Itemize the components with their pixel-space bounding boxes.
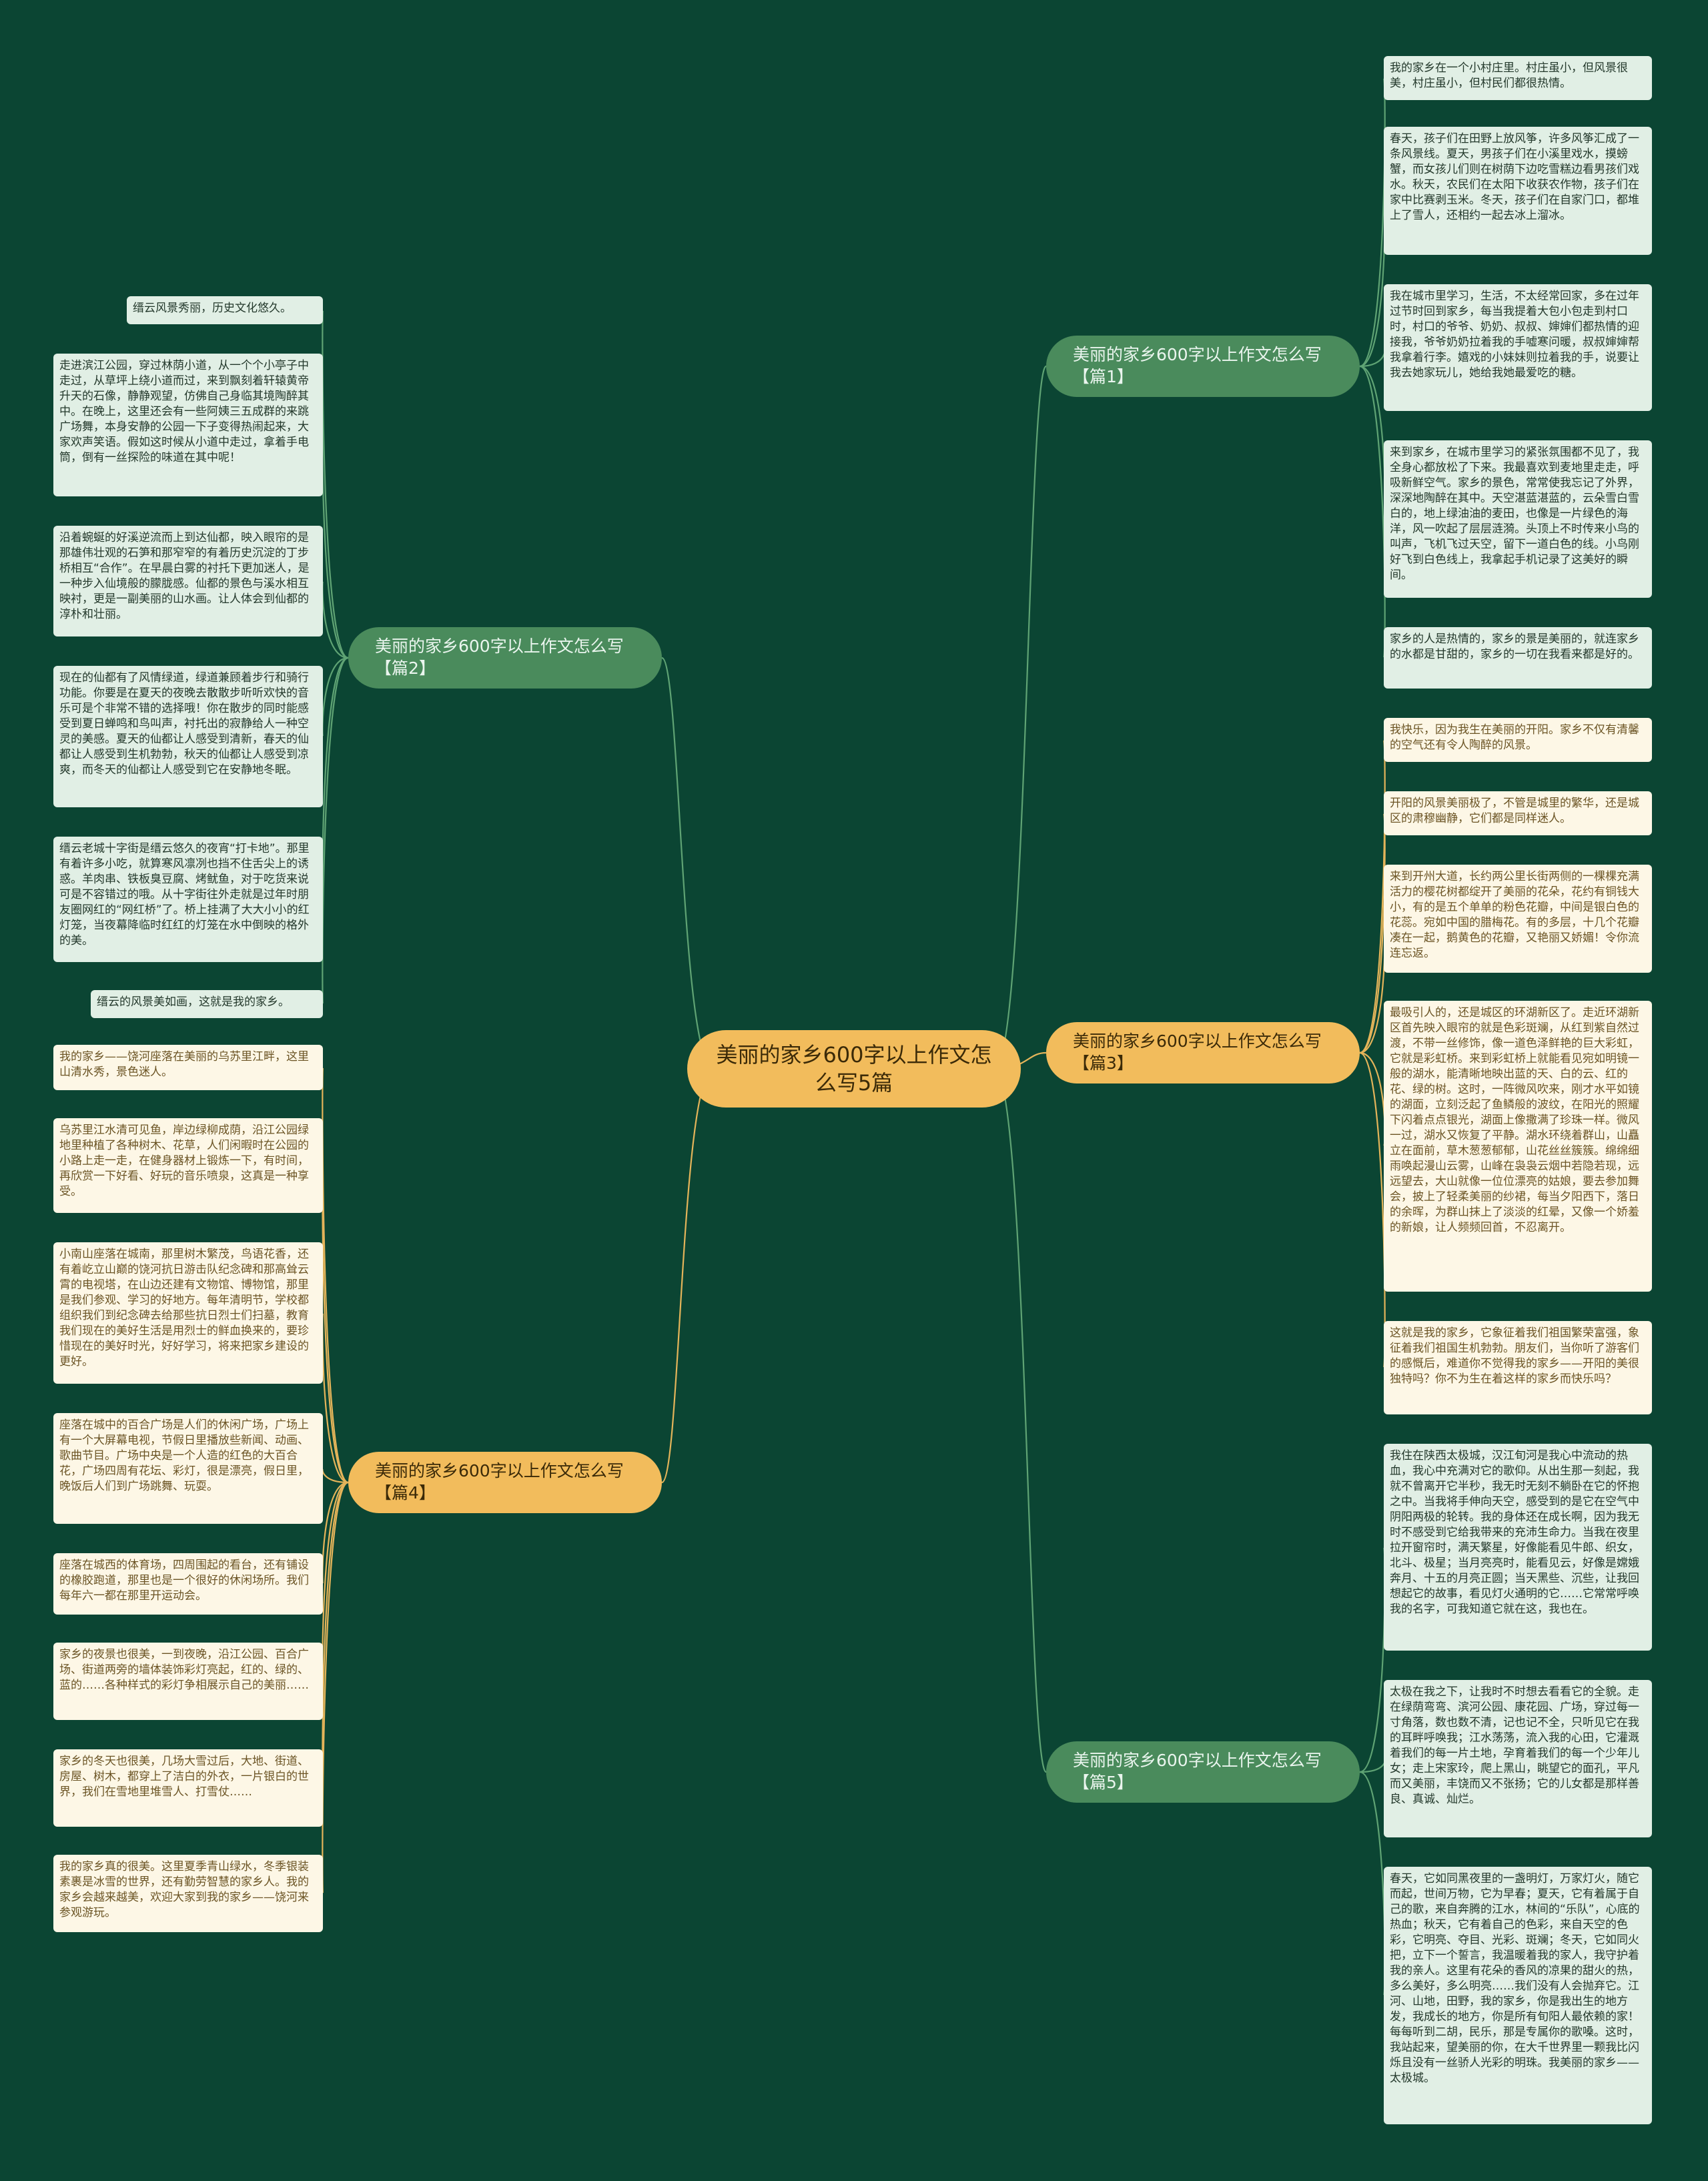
connector-branch-3-leaf-5 (1359, 1051, 1386, 1369)
branch-essay-1[interactable]: 美丽的家乡600字以上作文怎么写【篇1】 (1046, 336, 1360, 397)
leaf-essay2-1: 缙云风景秀丽，历史文化悠久。 (127, 296, 323, 324)
connector-branch-5-leaf-3 (1359, 1771, 1386, 1997)
branch-essay-3[interactable]: 美丽的家乡600字以上作文怎么写【篇3】 (1046, 1022, 1360, 1083)
connector-branch-4-leaf-8 (322, 1481, 349, 1895)
connector-branch-1-leaf-1 (1359, 77, 1386, 368)
connector-branch-4-leaf-1 (322, 1066, 349, 1484)
connector-branch-5-leaf-1 (1359, 1546, 1386, 1773)
leaf-essay3-4: 最吸引人的，还是城区的环湖新区了。走近环湖新区首先映入眼帘的就是色彩斑斓，从红到… (1384, 1001, 1652, 1292)
branch-essay-2[interactable]: 美丽的家乡600字以上作文怎么写【篇2】 (348, 627, 662, 689)
leaf-essay1-2: 春天，孩子们在田野上放风筝，许多风筝汇成了一条风景线。夏天，男孩子们在小溪里戏水… (1384, 127, 1652, 255)
leaf-essay5-3: 春天，它如同黑夜里的一盏明灯，万家灯火，随它而起，世间万物，它为早春；夏天，它有… (1384, 1867, 1652, 2124)
leaf-essay1-3: 我在城市里学习，生活，不太经常回家，多在过年过节时回到家乡，每当我提着大包小包走… (1384, 284, 1652, 411)
connector-branch-2-leaf-6 (322, 657, 349, 1005)
leaf-essay2-2: 走进滨江公园，穿过林荫小道，从一个个小亭子中走过，从草坪上绕小道而过，来到飘刻着… (53, 354, 323, 496)
branch-essay-4[interactable]: 美丽的家乡600字以上作文怎么写【篇4】 (348, 1452, 662, 1513)
connector-center-branch-4 (661, 1067, 715, 1484)
leaf-essay5-1: 我住在陕西太极城，汉江旬河是我心中流动的热血，我心中充满对它的歌仰。从出生那一刻… (1384, 1444, 1652, 1651)
central-topic[interactable]: 美丽的家乡600字以上作文怎么写5篇 (687, 1030, 1021, 1108)
leaf-essay5-2: 太极在我之下，让我时不时想去看看它的全貌。走在绿荫弯弯、滨河公园、康花园、广场，… (1384, 1680, 1652, 1837)
leaf-essay1-5: 家乡的人是热情的，家乡的景是美丽的，就连家乡的水都是甘甜的，家乡的一切在我看来都… (1384, 627, 1652, 689)
connector-center-branch-2 (661, 657, 715, 1070)
connector-branch-1-leaf-4 (1359, 365, 1386, 520)
leaf-essay4-8: 我的家乡真的很美。这里夏季青山绿水，冬季银装素裹是冰雪的世界，还有勤劳智慧的家乡… (53, 1855, 323, 1932)
leaf-essay4-6: 家乡的夜景也很美，一到夜晚，沿江公园、百合广场、街道两旁的墙体装饰彩灯亮起，红的… (53, 1643, 323, 1720)
leaf-essay2-6: 缙云的风景美如画，这就是我的家乡。 (91, 990, 323, 1018)
leaf-essay1-4: 来到家乡，在城市里学习的紧张氛围都不见了，我全身心都放松了下来。我最喜欢到麦地里… (1384, 440, 1652, 598)
leaf-essay2-3: 沿着蜿蜒的好溪逆流而上到达仙都，映入眼帘的是那雄伟壮观的石笋和那窄窄的有着历史沉… (53, 526, 323, 636)
leaf-essay2-4: 现在的仙都有了风情绿道，绿道兼顾着步行和骑行功能。你要是在夏天的夜晚去散散步听听… (53, 666, 323, 807)
leaf-essay3-2: 开阳的风景美丽极了，不管是城里的繁华，还是城区的肃穆幽静，它们都是同样迷人。 (1384, 791, 1652, 835)
leaf-essay3-1: 我快乐，因为我生在美丽的开阳。家乡不仅有清馨的空气还有令人陶醉的风景。 (1384, 718, 1652, 762)
connector-branch-2-leaf-1 (322, 309, 349, 659)
connector-branch-3-leaf-4 (1359, 1051, 1386, 1148)
leaf-essay3-5: 这就是我的家乡，它象征着我们祖国繁荣富强，象征着我们祖国生机勃勃。朋友们，当你听… (1384, 1321, 1652, 1414)
leaf-essay2-5: 缙云老城十字街是缙云悠久的夜宵“打卡地”。那里有着许多小吃，就算寒风凛冽也挡不住… (53, 837, 323, 962)
leaf-essay4-1: 我的家乡——饶河座落在美丽的乌苏里江畔，这里山清水秀，景色迷人。 (53, 1045, 323, 1090)
leaf-essay3-3: 来到开州大道，长约两公里长街两侧的一棵棵充满活力的樱花树都绽开了美丽的花朵，花约… (1384, 865, 1652, 973)
leaf-essay4-4: 座落在城中的百合广场是人们的休闲广场，广场上有一个大屏幕电视，节假日里播放些新闻… (53, 1413, 323, 1524)
leaf-essay4-7: 家乡的冬天也很美，几场大雪过后，大地、街道、房屋、树木，都穿上了洁白的外衣，一片… (53, 1749, 323, 1827)
leaf-essay4-3: 小南山座落在城南，那里树木繁茂，鸟语花香，还有着屹立山巅的饶河抗日游击队纪念碑和… (53, 1242, 323, 1384)
leaf-essay4-5: 座落在城西的体育场，四周围起的看台，还有铺设的橡胶跑道，那里也是一个很好的休闲场… (53, 1553, 323, 1615)
leaf-essay4-2: 乌苏里江水清可见鱼，岸边绿柳成荫，沿江公园绿地里种植了各种树木、花草，人们闲暇时… (53, 1118, 323, 1213)
connector-center-branch-1 (993, 365, 1047, 1070)
connector-center-branch-5 (993, 1067, 1047, 1773)
leaf-essay1-1: 我的家乡在一个小村庄里。村庄虽小，但风景很美，村庄虽小，但村民们都很热情。 (1384, 56, 1652, 100)
branch-essay-5[interactable]: 美丽的家乡600字以上作文怎么写【篇5】 (1046, 1741, 1360, 1803)
connector-branch-1-leaf-5 (1359, 365, 1386, 659)
